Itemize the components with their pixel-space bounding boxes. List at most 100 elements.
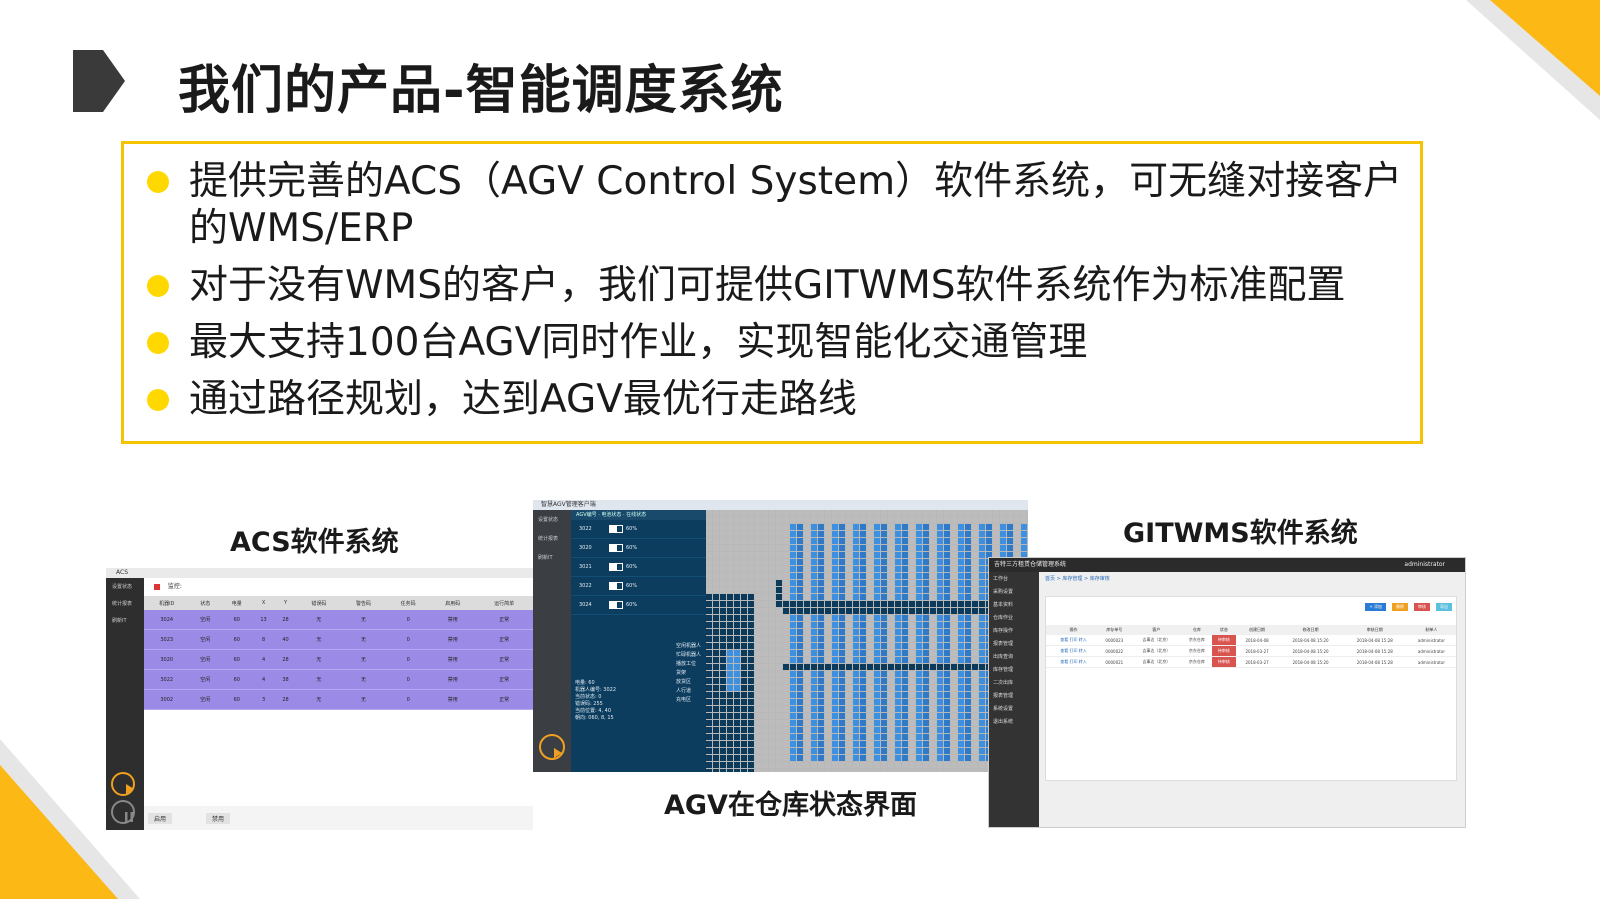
map-cell (818, 678, 824, 684)
map-cell (881, 657, 887, 663)
agv-side-item[interactable]: 设置状态 (538, 517, 559, 523)
git-side-item[interactable]: 采购设置 (993, 589, 1014, 595)
map-cell (706, 636, 712, 642)
map-cell (776, 566, 782, 572)
map-cell (790, 692, 796, 698)
play-icon[interactable] (539, 734, 565, 760)
map-cell (888, 517, 894, 523)
map-cell (797, 762, 803, 768)
map-cell (1014, 552, 1020, 558)
map-cell (706, 559, 712, 565)
map-cell (958, 755, 964, 761)
map-cell (797, 769, 803, 772)
map-cell (986, 510, 992, 516)
add-button[interactable]: + 添加 (1365, 603, 1386, 611)
map-cell (895, 559, 901, 565)
map-cell (972, 769, 978, 772)
map-cell (979, 755, 985, 761)
map-cell (797, 524, 803, 530)
map-cell (972, 720, 978, 726)
delete-button[interactable]: 删除 (1392, 603, 1408, 611)
git-side-item[interactable]: 系统设置 (993, 706, 1014, 712)
map-cell (958, 552, 964, 558)
agv-side-item[interactable]: 统计报表 (538, 536, 559, 542)
enable-button[interactable]: 启用 (148, 813, 173, 824)
map-cell (832, 601, 838, 607)
map-cell (860, 664, 866, 670)
map-cell (762, 692, 768, 698)
agv-panel-head: AGV编号 · 电池状态 · 在线状态 (571, 510, 706, 520)
map-cell (818, 517, 824, 523)
map-cell (797, 608, 803, 614)
disable-button[interactable]: 禁用 (206, 813, 231, 824)
map-cell (874, 580, 880, 586)
agv-side-item[interactable]: 刷新IT (538, 555, 553, 561)
play-icon[interactable] (111, 772, 135, 796)
map-cell (874, 706, 880, 712)
table-cell: 正常 (475, 629, 533, 650)
table-cell: 2018-03-27 (1235, 656, 1279, 668)
pause-icon[interactable] (111, 800, 135, 824)
table-cell: 0000021 (1097, 656, 1132, 668)
map-cell (902, 552, 908, 558)
map-cell (951, 545, 957, 551)
map-cell (846, 524, 852, 530)
git-side-item[interactable]: 基本资料 (993, 602, 1014, 608)
map-cell (762, 517, 768, 523)
bullet-dot-icon (147, 171, 169, 193)
git-side-item[interactable]: 报表管理 (993, 693, 1014, 699)
map-cell (958, 734, 964, 740)
map-cell (895, 657, 901, 663)
acs-side-item[interactable]: 设置状态 (112, 584, 133, 590)
map-cell (860, 671, 866, 677)
map-cell (755, 524, 761, 530)
git-side-item[interactable]: 报表管理 (993, 641, 1014, 647)
map-cell (839, 734, 845, 740)
map-cell (720, 762, 726, 768)
map-cell (930, 734, 936, 740)
git-side-item[interactable]: 出库查询 (993, 654, 1014, 660)
map-cell (972, 664, 978, 670)
map-cell (937, 573, 943, 579)
git-side-item[interactable]: 退出系统 (993, 719, 1014, 725)
map-cell (755, 601, 761, 607)
map-cell (706, 580, 712, 586)
map-cell (713, 622, 719, 628)
git-side-item[interactable]: 仓库作业 (993, 615, 1014, 621)
map-cell (804, 545, 810, 551)
map-cell (930, 580, 936, 586)
checkbox-icon[interactable] (154, 583, 160, 590)
export-button[interactable]: 导出 (1436, 603, 1452, 611)
map-cell (727, 615, 733, 621)
audit-button[interactable]: 审核 (1414, 603, 1430, 611)
map-cell (895, 713, 901, 719)
map-cell (832, 748, 838, 754)
user-label[interactable]: administrator (1404, 561, 1445, 568)
git-side-item[interactable]: 二次出库 (993, 680, 1014, 686)
git-side-item[interactable]: 工作台 (993, 576, 1009, 582)
map-cell (727, 692, 733, 698)
map-cell (818, 692, 824, 698)
map-cell (958, 622, 964, 628)
agv-sidebar: 设置状态 统计报表 刷新IT (533, 510, 571, 772)
acs-side-item[interactable]: 刷新IT (112, 618, 127, 624)
map-cell (895, 615, 901, 621)
map-cell (986, 531, 992, 537)
map-cell (839, 524, 845, 530)
acs-side-item[interactable]: 统计报表 (112, 601, 133, 607)
git-side-item[interactable]: 库存管理 (993, 667, 1014, 673)
git-side-item[interactable]: 库存操作 (993, 628, 1014, 634)
